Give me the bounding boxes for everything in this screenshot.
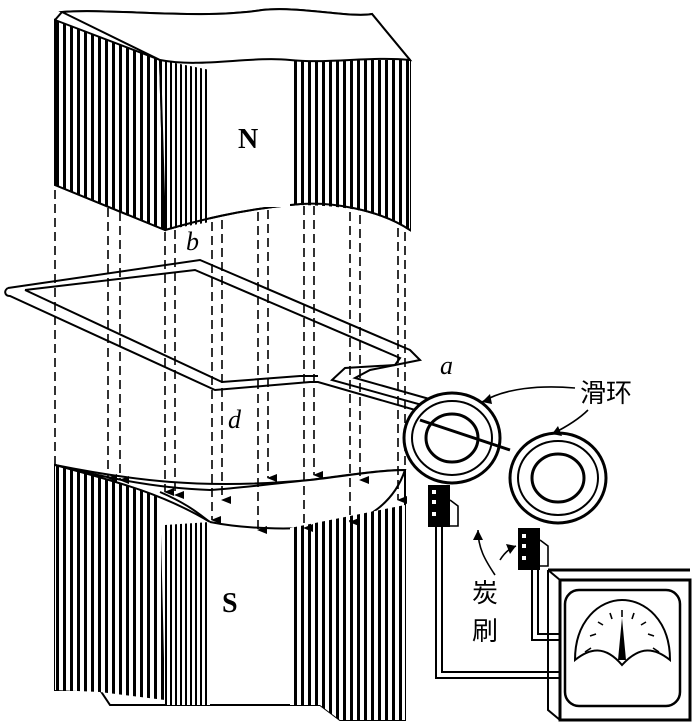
galvanometer-needle	[618, 618, 626, 660]
slip-ring-label: 滑环	[580, 379, 632, 409]
brush-1	[428, 485, 459, 527]
brush-label-char1: 炭	[472, 579, 498, 609]
coil-label-b: b	[186, 227, 199, 256]
slip-ring-1	[402, 391, 511, 485]
wires	[435, 527, 560, 679]
coil: b a d	[4, 227, 453, 434]
galvanometer	[547, 568, 692, 722]
slip-ring-2	[508, 431, 608, 525]
brush-label-char2: 刷	[472, 617, 498, 647]
south-pole: S	[54, 463, 407, 721]
north-pole: N	[54, 8, 413, 232]
brush-annotation: 炭 刷	[472, 529, 517, 647]
galvanometer-scale	[584, 610, 660, 653]
coil-label-d: d	[228, 405, 242, 434]
slip-ring-annotation: 滑环	[481, 379, 632, 436]
coil-label-a: a	[440, 351, 453, 380]
brush-2	[518, 528, 549, 570]
south-pole-label: S	[222, 588, 238, 619]
north-pole-label: N	[238, 124, 258, 155]
